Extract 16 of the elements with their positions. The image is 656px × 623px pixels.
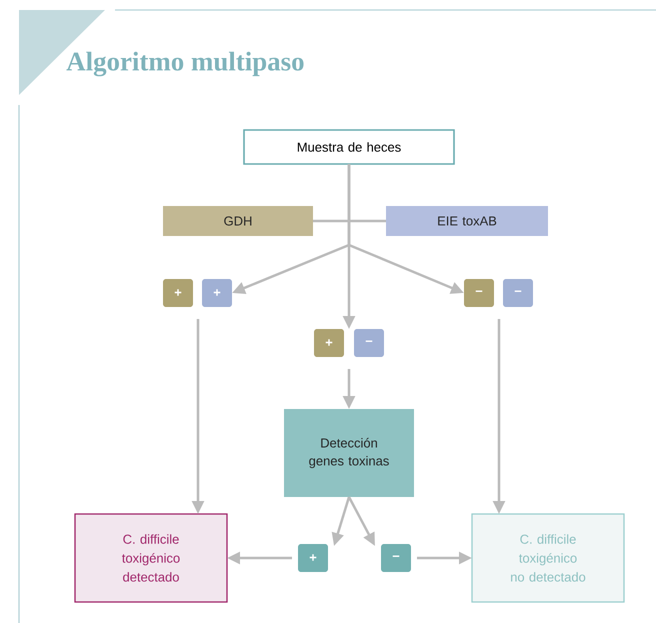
result-badge: − bbox=[381, 544, 411, 572]
result-badge: + bbox=[314, 329, 344, 357]
result-box: C. difficile toxigénico no detectado bbox=[471, 513, 625, 603]
connector-line bbox=[313, 220, 386, 222]
result-badge: − bbox=[354, 329, 384, 357]
result-badge: + bbox=[163, 279, 193, 307]
result-badge: − bbox=[464, 279, 494, 307]
process-box: Muestra de heces bbox=[243, 129, 455, 165]
result-badge: + bbox=[202, 279, 232, 307]
result-badge: − bbox=[503, 279, 533, 307]
result-box: C. difficile toxigénico detectado bbox=[74, 513, 228, 603]
test-label-box: GDH bbox=[163, 206, 313, 236]
process-box: Detección genes toxinas bbox=[284, 409, 414, 497]
title: Algoritmo multipaso bbox=[66, 52, 304, 76]
test-label-box: EIE toxAB bbox=[386, 206, 548, 236]
result-badge: + bbox=[298, 544, 328, 572]
